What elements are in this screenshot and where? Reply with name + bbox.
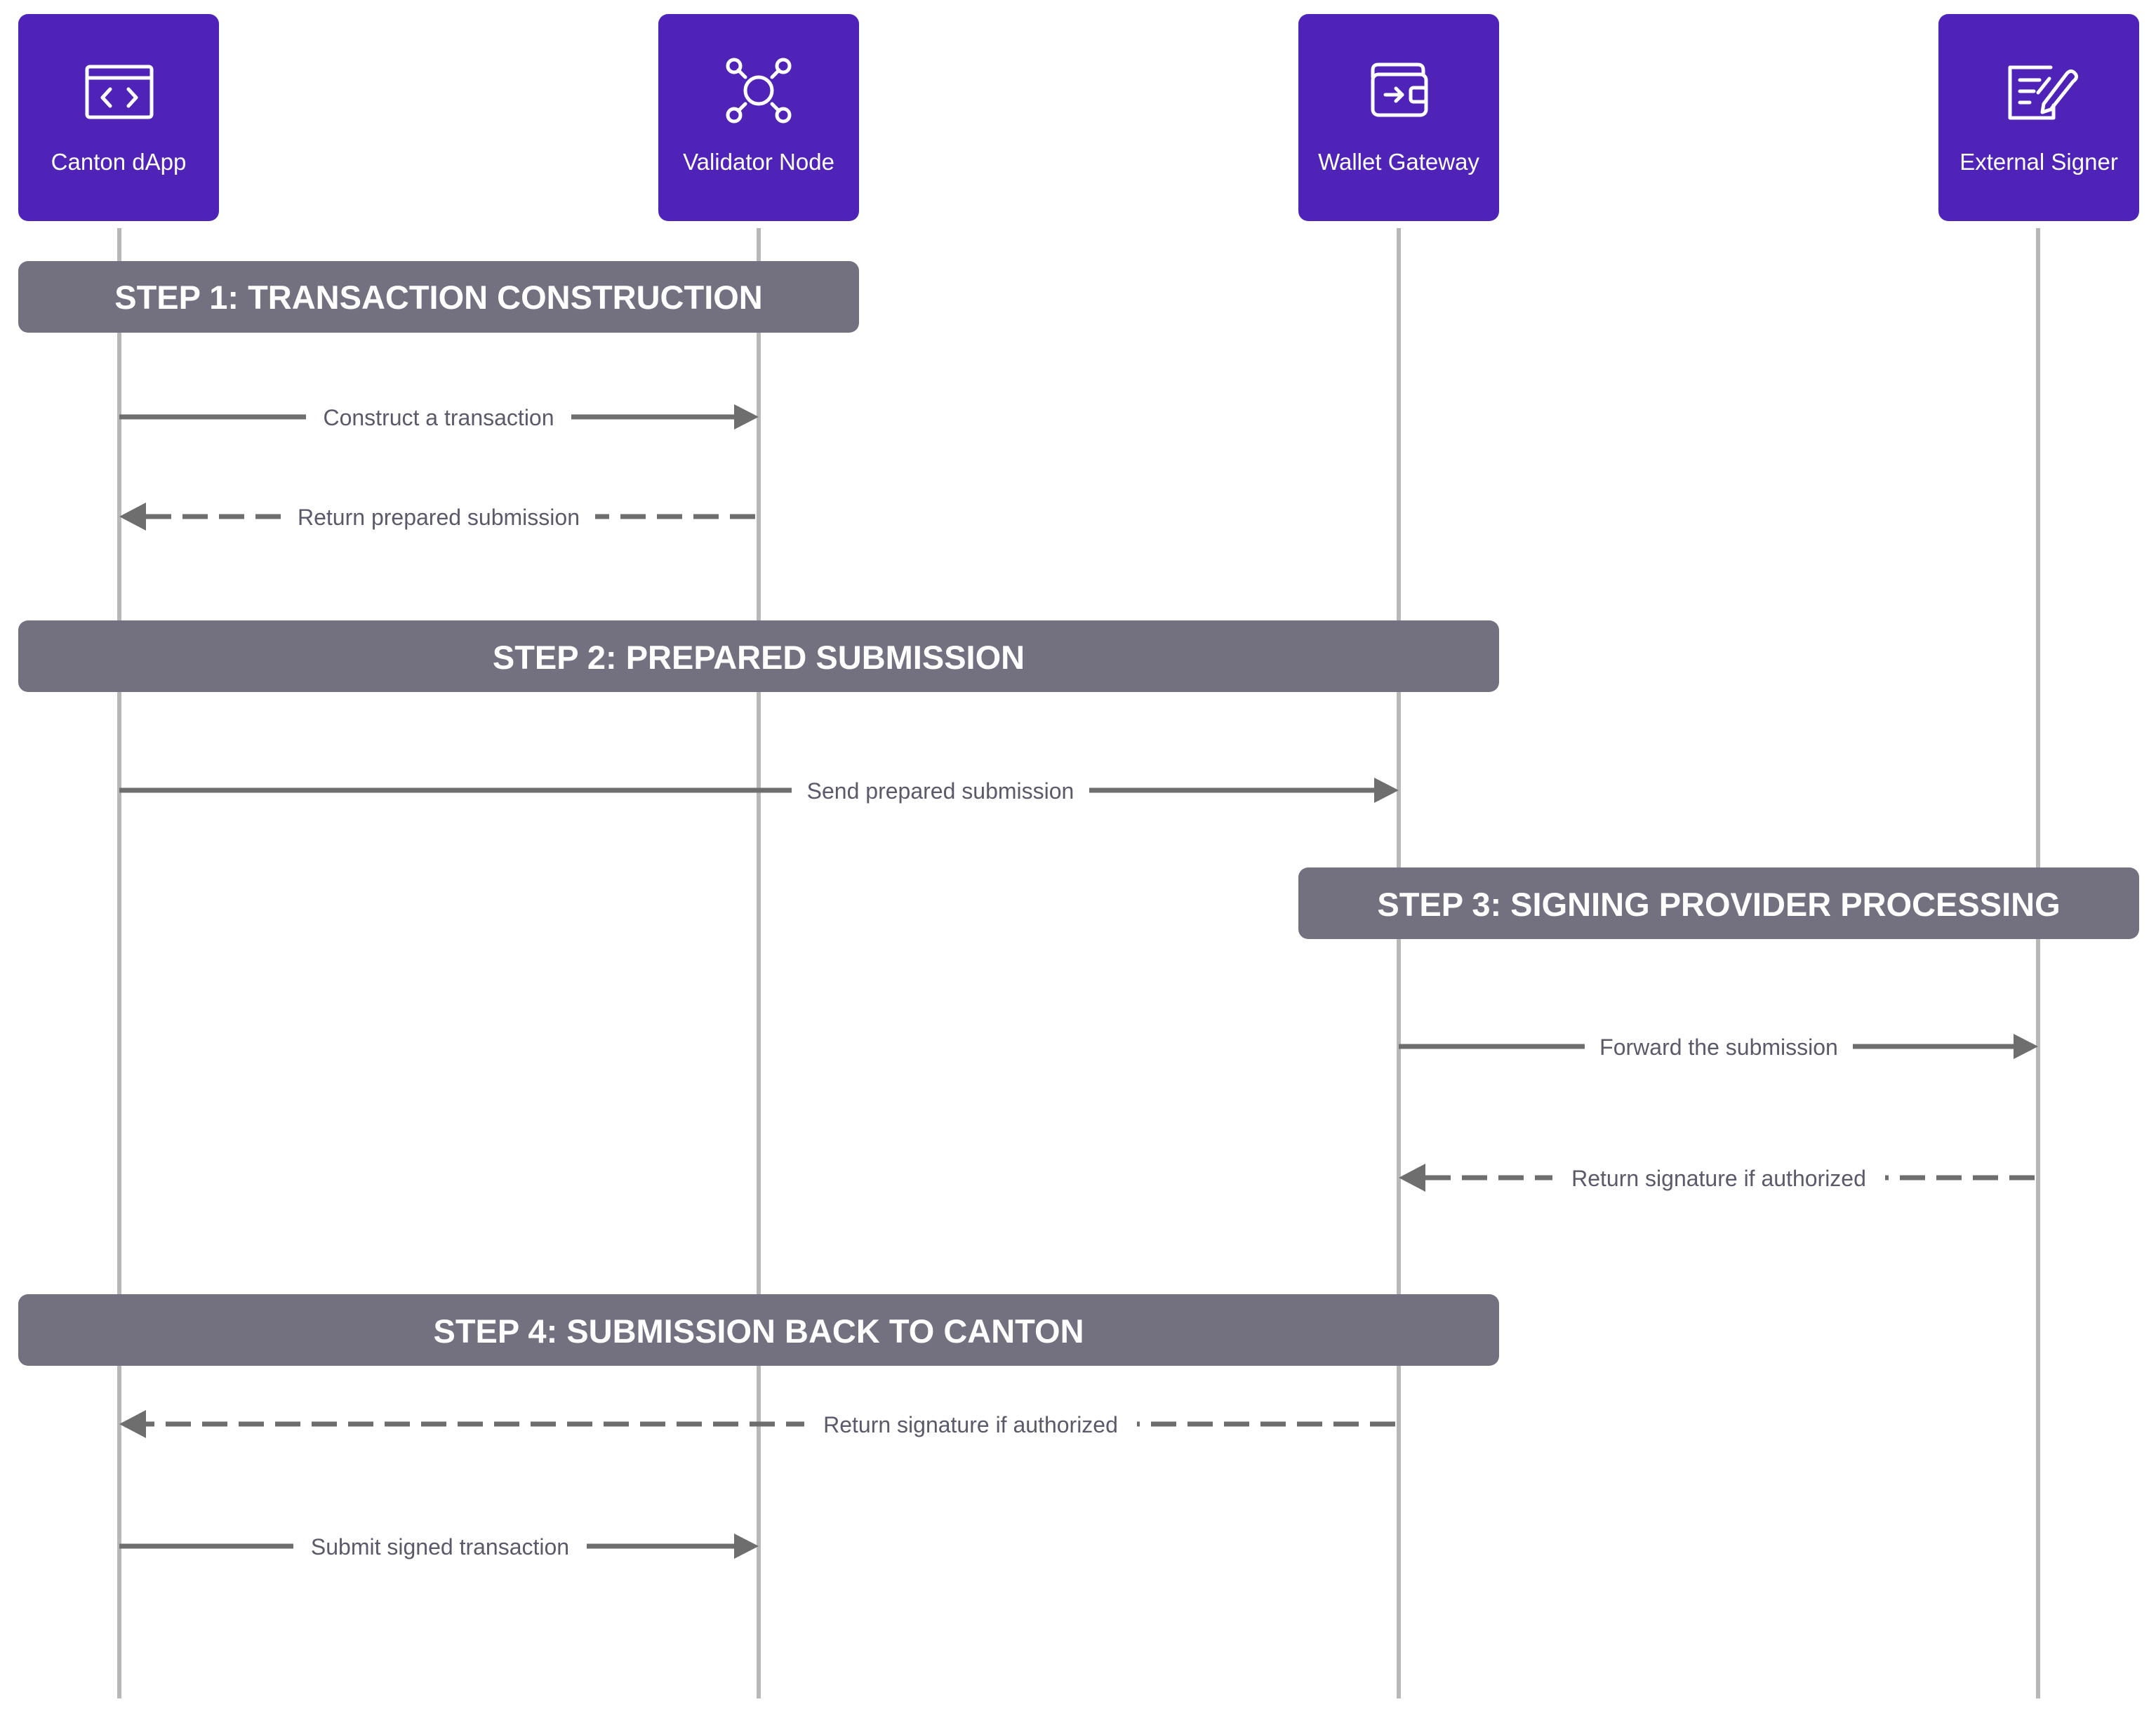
network-node-icon [726, 58, 792, 124]
message-label: Send prepared submission [807, 778, 1074, 804]
message-return-signature-to-wallet: Return signature if authorized [1399, 1161, 2035, 1195]
code-window-icon [85, 65, 154, 119]
participant-label: Wallet Gateway [1318, 149, 1479, 175]
message-submit-signed-transaction: Submit signed transaction [119, 1529, 759, 1563]
message-label: Return signature if authorized [1571, 1166, 1866, 1191]
step-1-bar: STEP 1: TRANSACTION CONSTRUCTION [18, 261, 859, 333]
message-label: Forward the submission [1599, 1035, 1838, 1060]
participant-label: Validator Node [683, 149, 834, 175]
participant-label: External Signer [1959, 149, 2118, 175]
participant-wallet-gateway: Wallet Gateway [1298, 14, 1499, 221]
participant-canton-dapp: Canton dApp [18, 14, 219, 221]
wallet-icon [1371, 62, 1428, 117]
message-forward-submission: Forward the submission [1399, 1030, 2038, 1063]
message-label: Submit signed transaction [311, 1534, 569, 1560]
step-3-bar: STEP 3: SIGNING PROVIDER PROCESSING [1298, 867, 2139, 939]
step-2-bar: STEP 2: PREPARED SUBMISSION [18, 620, 1499, 692]
message-label: Return prepared submission [298, 505, 580, 530]
step-label: STEP 1: TRANSACTION CONSTRUCTION [114, 279, 763, 316]
participant-label: Canton dApp [51, 149, 187, 175]
step-label: STEP 3: SIGNING PROVIDER PROCESSING [1377, 886, 2060, 923]
message-send-prepared-submission: Send prepared submission [119, 773, 1399, 807]
message-label: Return signature if authorized [823, 1412, 1118, 1437]
step-4-bar: STEP 4: SUBMISSION BACK TO CANTON [18, 1294, 1499, 1366]
message-return-signature-to-dapp: Return signature if authorized [119, 1407, 1395, 1441]
message-return-prepared-submission: Return prepared submission [119, 500, 755, 533]
participant-validator-node: Validator Node [658, 14, 859, 221]
message-label: Construct a transaction [323, 405, 554, 430]
document-sign-icon [2008, 65, 2079, 120]
step-label: STEP 4: SUBMISSION BACK TO CANTON [433, 1312, 1084, 1350]
participant-external-signer: External Signer [1938, 14, 2139, 221]
message-construct-transaction: Construct a transaction [119, 400, 759, 434]
step-label: STEP 2: PREPARED SUBMISSION [493, 639, 1025, 676]
